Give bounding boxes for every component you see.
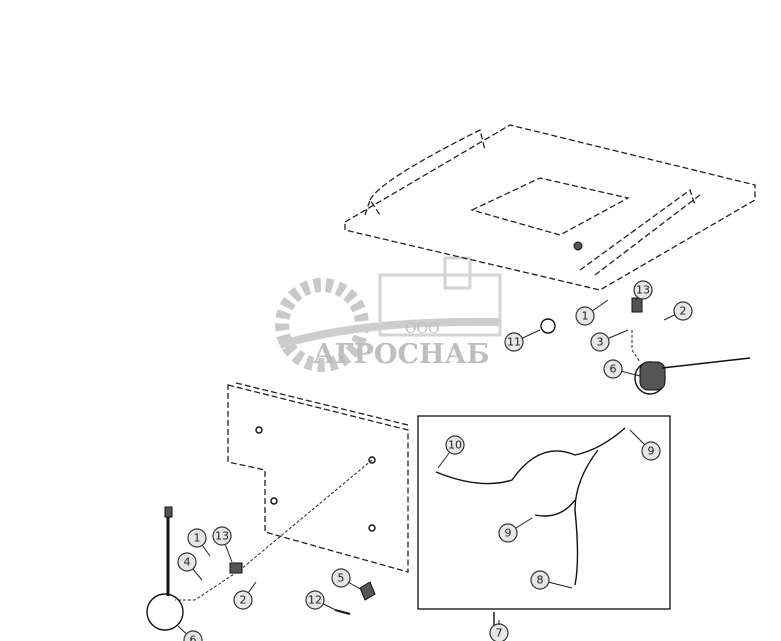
callout-label: 6 [610,363,617,376]
callout-10: 10 [437,435,465,469]
callout-11: 11 [504,329,541,352]
callout-label: 13 [215,530,229,543]
callout-6: 6 [177,625,203,641]
callout-label: 5 [338,572,345,585]
callout-8: 8 [530,570,573,590]
callout-9: 9 [498,517,533,543]
callout-label: 1 [582,310,589,323]
callout-label: 7 [496,627,503,640]
callout-label: 12 [308,594,322,607]
callout-label: 9 [505,527,512,540]
beacon-light-roof [540,297,751,395]
watermark-logo: ООО АГРОСНАБ [275,256,502,372]
callout-4: 4 [177,552,203,581]
callout-9: 9 [629,429,661,461]
callout-6: 6 [603,359,641,379]
cab-roof [344,124,756,291]
callout-label: 1 [194,532,201,545]
callout-label: 9 [648,445,655,458]
callout-13: 13 [212,526,233,563]
callout-label: 8 [537,574,544,587]
side-panel [175,382,409,601]
watermark-prefix: ООО [405,321,439,337]
callout-label: 2 [240,594,247,607]
callout-5: 5 [331,568,363,591]
callout-2: 2 [233,581,257,610]
callout-3: 3 [590,329,629,352]
callout-2: 2 [663,301,693,321]
callout-label: 11 [507,336,521,349]
callout-1: 1 [575,299,609,326]
callout-1: 1 [187,528,211,557]
callout-layer: 1 13 2 3 6 11 10 9 9 8 7 1 13 4 2 5 12 6 [177,280,693,641]
wiring-harness-box [417,415,671,628]
callout-12: 12 [305,590,341,613]
callout-label: 4 [184,556,191,569]
callout-label: 10 [448,439,462,452]
watermark-name: АГРОСНАБ [313,339,490,370]
callout-label: 2 [680,305,687,318]
callout-7: 7 [489,620,509,641]
callout-label: 13 [636,284,650,297]
callout-label: 6 [190,634,197,641]
callout-label: 3 [597,336,604,349]
callout-13: 13 [633,280,653,301]
